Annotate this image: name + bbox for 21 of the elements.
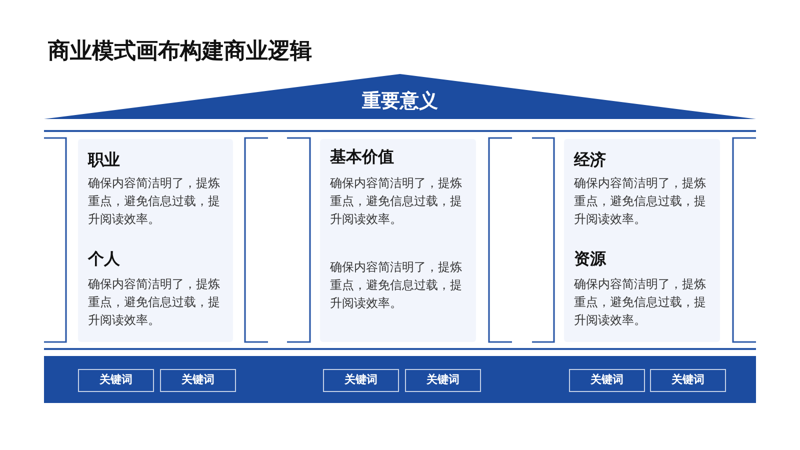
roof-label: 重要意义	[362, 90, 438, 114]
keyword-tag: 关键词	[323, 369, 399, 392]
body-text: 确保内容简洁明了，提炼重点，避免信息过载，提升阅读效率。	[574, 175, 707, 228]
body-text: 确保内容简洁明了，提炼重点，避免信息过载，提升阅读效率。	[574, 276, 707, 329]
section-heading: 职业	[88, 150, 120, 171]
section-heading: 个人	[88, 250, 120, 270]
keyword-tag: 关键词	[405, 369, 481, 392]
body-text: 确保内容简洁明了，提炼重点，避免信息过载，提升阅读效率。	[88, 175, 221, 228]
base-band	[44, 356, 756, 403]
keyword-tag: 关键词	[78, 369, 154, 392]
section-heading: 资源	[574, 250, 606, 270]
page-title: 商业模式画布构建商业逻辑	[48, 37, 312, 65]
keyword-tag: 关键词	[650, 369, 726, 392]
section-heading: 经济	[574, 150, 606, 171]
section-heading: 基本价值	[330, 148, 394, 168]
body-text: 确保内容简洁明了，提炼重点，避免信息过载，提升阅读效率。	[330, 259, 463, 312]
keyword-tag: 关键词	[160, 369, 236, 392]
roof-triangle	[44, 74, 756, 119]
keyword-tag: 关键词	[569, 369, 645, 392]
body-text: 确保内容简洁明了，提炼重点，避免信息过载，提升阅读效率。	[330, 175, 463, 228]
body-text: 确保内容简洁明了，提炼重点，避免信息过载，提升阅读效率。	[88, 276, 221, 329]
